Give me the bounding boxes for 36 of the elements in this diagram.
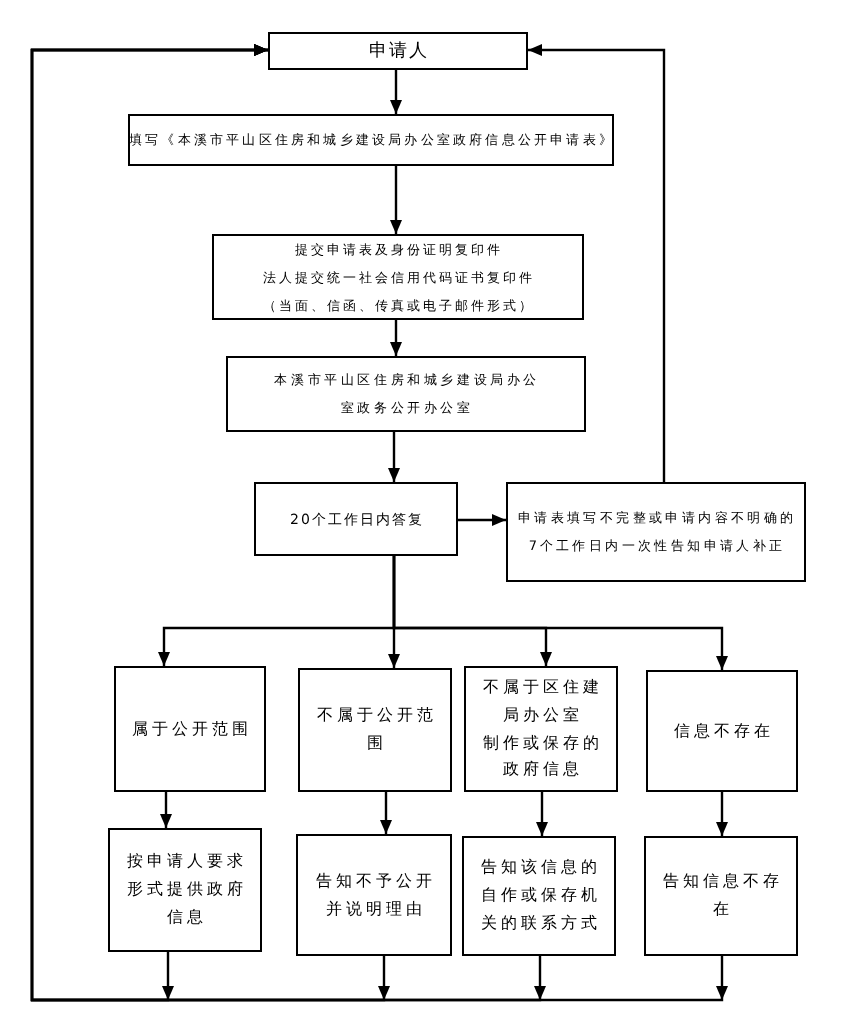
arrow bbox=[392, 556, 728, 670]
process-box bbox=[226, 356, 586, 432]
step-label: 属于公开范围 bbox=[130, 717, 252, 742]
arrow bbox=[716, 792, 728, 836]
process-box bbox=[268, 32, 528, 70]
arrow bbox=[458, 514, 506, 526]
process-box bbox=[298, 668, 452, 792]
process-box bbox=[128, 114, 614, 166]
arrow bbox=[160, 792, 172, 828]
step-label: 告知不予公开并说明理由 bbox=[314, 869, 438, 921]
process-box bbox=[108, 828, 262, 952]
arrow bbox=[30, 44, 728, 1002]
process-box bbox=[212, 234, 584, 320]
process-box bbox=[462, 836, 616, 956]
process-box bbox=[296, 834, 452, 956]
step-label: 信息不存在 bbox=[672, 719, 774, 744]
step-label: 按申请人要求形式提供政府信息 bbox=[125, 850, 249, 930]
process-box bbox=[506, 482, 806, 582]
process-box bbox=[254, 482, 458, 556]
step-label: 制作或保存的政府信息 bbox=[481, 731, 605, 783]
step-label: 告知信息不存在 bbox=[661, 870, 785, 922]
step-label: 申请人 bbox=[367, 39, 429, 63]
step-label: 告知该信息的自作或保存机关的联系方式 bbox=[479, 856, 603, 936]
step-label: 不属于公开范围 bbox=[315, 704, 439, 756]
process-box bbox=[644, 836, 798, 956]
arrow bbox=[390, 70, 402, 114]
process-box bbox=[114, 666, 266, 792]
arrow bbox=[390, 320, 402, 356]
arrow bbox=[388, 432, 400, 482]
arrow bbox=[536, 792, 548, 836]
arrow bbox=[380, 792, 392, 834]
arrow bbox=[528, 44, 666, 482]
arrow bbox=[390, 166, 402, 234]
process-box bbox=[646, 670, 798, 792]
step-label: 不属于区住建局办公室 bbox=[481, 675, 605, 728]
process-box bbox=[464, 666, 618, 792]
